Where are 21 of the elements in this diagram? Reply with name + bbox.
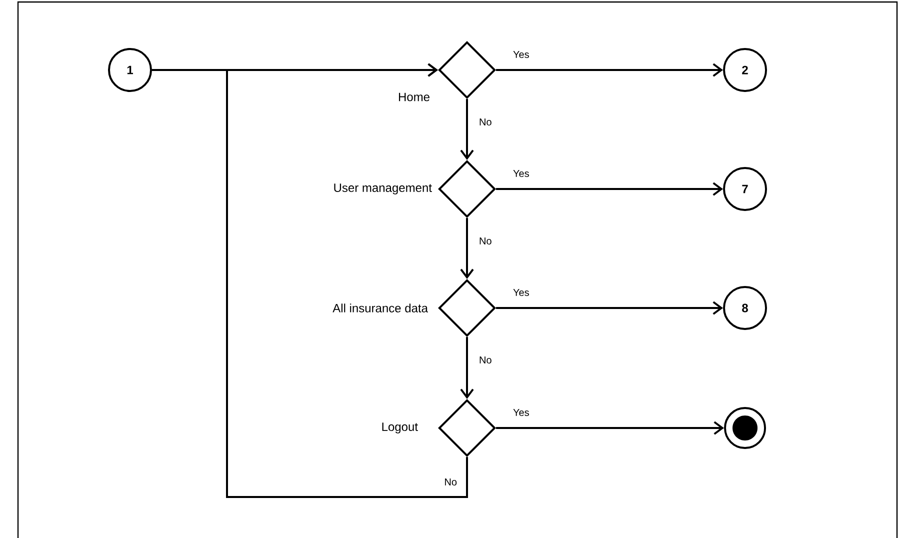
arrow: [460, 337, 474, 399]
arrow: [496, 63, 724, 77]
node-label: All insurance data: [332, 304, 428, 312]
arrow: [226, 63, 468, 498]
edge-label: No: [445, 478, 457, 486]
edge-label: Yes: [513, 289, 529, 296]
edge-label: Yes: [513, 51, 529, 58]
arrow: [496, 182, 724, 196]
end-circle: [724, 407, 766, 449]
edge-label: No: [480, 356, 492, 364]
edge-label: Yes: [513, 409, 529, 416]
edge-label: No: [480, 118, 492, 126]
arrow: [460, 218, 474, 279]
edge-label: No: [480, 238, 492, 244]
edge-label: Yes: [513, 170, 529, 177]
arrow: [496, 301, 724, 315]
node-label: Home: [398, 92, 430, 102]
node-label: Logout: [382, 422, 418, 434]
arrow: [460, 99, 474, 160]
node-label: User management: [334, 184, 432, 194]
arrow: [496, 421, 724, 435]
